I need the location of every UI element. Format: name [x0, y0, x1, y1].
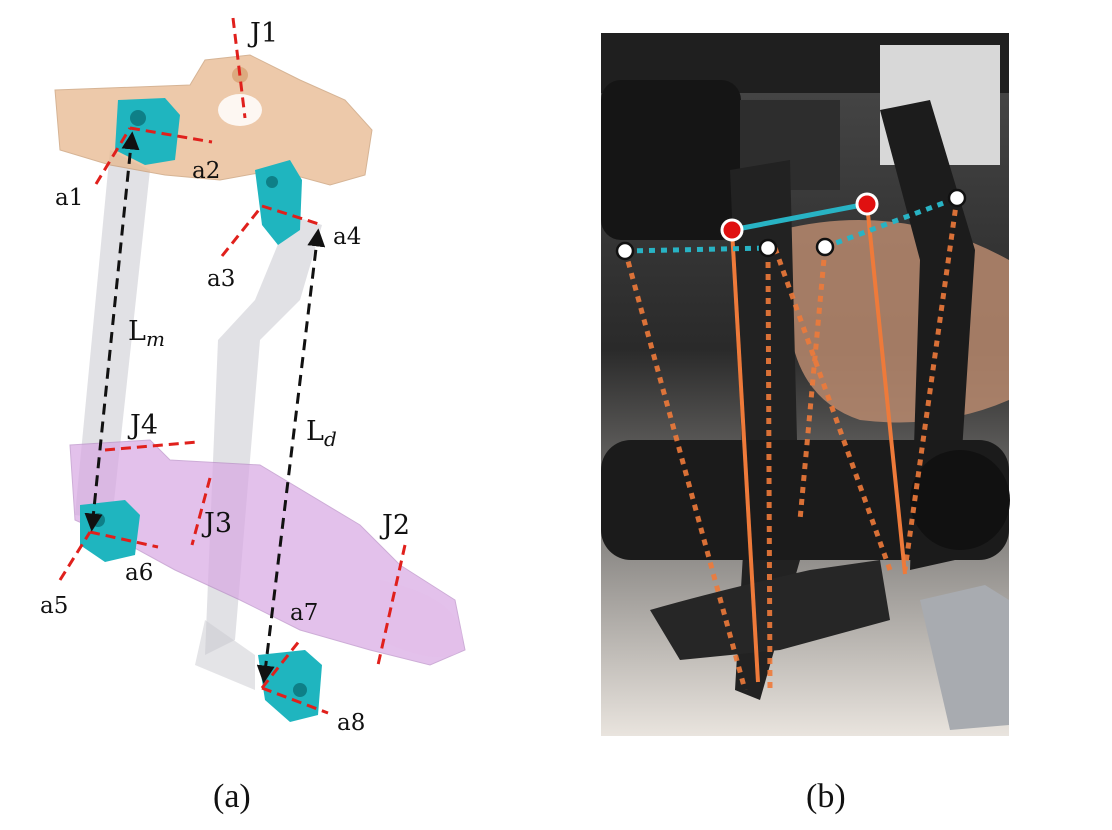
axis-j3 [190, 477, 212, 546]
panel-b-photo [601, 33, 1010, 736]
actuator-motor [910, 450, 1010, 550]
length-arrow-lm [84, 131, 140, 532]
marker-white-1 [615, 241, 635, 261]
label-ld: Ld [306, 416, 337, 451]
label-a5: a5 [40, 593, 68, 619]
panel-a-labels: J1 J4 J3 J2 a1 a2 a3 a4 a5 a6 a7 a8 Lm L… [40, 18, 410, 736]
label-a4: a4 [333, 224, 361, 250]
dotted-line-4 [902, 197, 960, 571]
axis-a8 [261, 686, 329, 715]
axis-a3 [220, 205, 264, 257]
proximal-hole [218, 94, 262, 126]
dotted-line-2 [765, 249, 773, 691]
dotted-line-5 [772, 247, 893, 571]
dotted-line-3 [797, 247, 828, 521]
sensor-module [920, 585, 1009, 730]
label-a1: a1 [55, 185, 83, 211]
dotted-line-1 [622, 249, 748, 691]
lower-link-bar [195, 620, 255, 690]
marker-red-left [720, 218, 744, 242]
axis-j2 [376, 544, 407, 666]
label-a3: a3 [207, 266, 235, 292]
label-a8: a8 [337, 710, 365, 736]
label-a7: a7 [290, 600, 318, 626]
label-a6: a6 [125, 560, 153, 586]
markers [615, 188, 967, 261]
marker-red-right [855, 192, 879, 216]
axis-j1 [231, 17, 247, 119]
panel-a-illustration [54, 17, 466, 722]
marker-white-3 [815, 237, 835, 257]
length-arrow-ld [256, 228, 326, 684]
label-lm: Lm [128, 316, 165, 351]
label-j1: J1 [247, 18, 278, 49]
label-a2: a2 [192, 158, 220, 184]
motor-left [601, 80, 741, 240]
solid-line-left [730, 229, 760, 683]
bracket-a8 [258, 650, 322, 722]
bracket-a4 [255, 160, 302, 245]
axis-a6 [89, 530, 159, 549]
marker-white-4 [947, 188, 967, 208]
axis-a4 [261, 204, 323, 227]
distal-tip [380, 580, 463, 658]
bracket-a5 [80, 500, 140, 562]
marker-white-2 [758, 238, 778, 258]
axis-a2 [129, 126, 213, 144]
solid-line-right [865, 203, 907, 575]
dotted-orange-lines [622, 197, 960, 691]
caption-a: (a) [213, 778, 251, 815]
axis-a5 [58, 531, 92, 581]
teal-solid-line [731, 201, 868, 233]
label-j3: J3 [201, 508, 232, 539]
frame-arm-left [730, 160, 800, 700]
solid-orange-lines [730, 203, 907, 683]
label-j2: J2 [379, 510, 410, 541]
label-j4: J4 [127, 410, 158, 441]
caption-b: (b) [806, 778, 846, 815]
